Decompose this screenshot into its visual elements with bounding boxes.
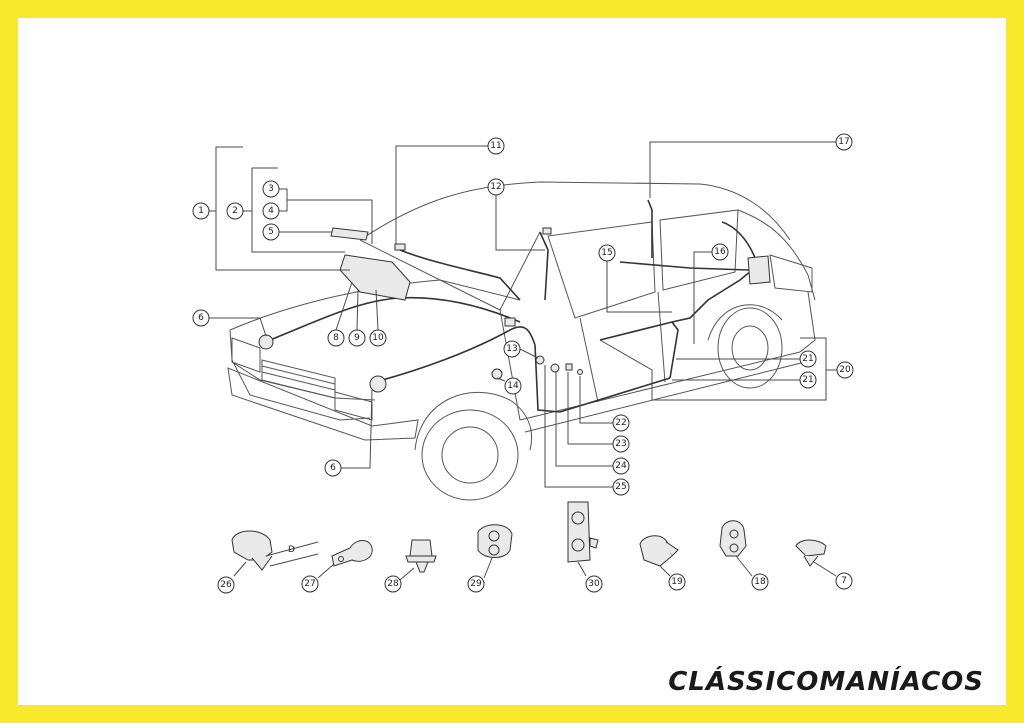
callout-21-bottom-label: 21 [802,375,813,385]
dimension-label: D [288,545,295,555]
callout-5: 5 [262,223,280,241]
car-outline [227,181,816,501]
callout-22-label: 22 [615,418,626,428]
callout-1: 1 [192,202,210,220]
callout-18: 18 [751,573,769,591]
callout-23: 23 [612,435,630,453]
callout-3-label: 3 [268,184,274,194]
leader-lines [209,141,837,488]
callout-24-label: 24 [615,461,627,471]
callout-20-label: 20 [839,365,851,375]
callout-9-label: 9 [354,333,360,343]
callout-8-label: 8 [333,333,339,343]
callout-11: 11 [487,137,505,155]
wiring-harness [258,199,771,413]
callout-14: 14 [504,377,522,395]
callout-25: 25 [612,478,630,496]
callout-30-label: 30 [588,579,600,589]
callout-10-label: 10 [372,333,384,343]
callout-11-label: 11 [490,141,501,151]
callout-1-label: 1 [198,206,204,216]
callout-20: 20 [836,361,854,379]
callout-15-label: 15 [601,248,612,258]
callout-27-label: 27 [304,579,315,589]
callout-6-bottom: 6 [324,459,342,477]
callout-25-label: 25 [615,482,626,492]
wiring-diagram: D [192,133,854,594]
callout-10: 10 [369,329,387,347]
callout-21-top-label: 21 [802,354,813,364]
callout-3: 3 [262,180,280,198]
callout-26: 26 [217,576,235,594]
callout-29-label: 29 [470,579,482,589]
callout-16: 16 [711,243,729,261]
callout-6-top-label: 6 [198,313,204,323]
callout-6-top: 6 [192,309,210,327]
callout-14-label: 14 [507,381,519,391]
callout-8: 8 [327,329,345,347]
callout-5-label: 5 [268,227,274,237]
brand-watermark: CLÁSSICOMANÍACOS [668,667,984,697]
callout-21-bottom: 21 [799,371,817,389]
callout-7-label: 7 [841,576,847,586]
callout-28-label: 28 [387,579,399,589]
callout-9: 9 [348,329,366,347]
callout-23-label: 23 [615,439,626,449]
callout-16-label: 16 [714,247,726,257]
callout-21-top: 21 [799,350,817,368]
callout-6-bottom-label: 6 [330,463,336,473]
callout-2: 2 [226,202,244,220]
callout-15: 15 [598,244,616,262]
callout-26-label: 26 [220,580,232,590]
callout-22: 22 [612,414,630,432]
callout-30: 30 [585,575,603,593]
callout-13: 13 [503,340,521,358]
callout-28: 28 [384,575,402,593]
callout-13-label: 13 [506,344,517,354]
callout-7: 7 [835,572,853,590]
callout-24: 24 [612,457,630,475]
callout-2-label: 2 [232,206,238,216]
callout-27: 27 [301,575,319,593]
callout-4-label: 4 [268,206,274,216]
callout-19: 19 [668,573,686,591]
callout-19-label: 19 [671,577,683,587]
callout-17: 17 [835,133,853,151]
callout-18-label: 18 [754,577,766,587]
callout-4: 4 [262,202,280,220]
callout-29: 29 [467,575,485,593]
clips-row: D [231,501,837,581]
callout-12-label: 12 [490,182,501,192]
callout-12: 12 [487,178,505,196]
callout-17-label: 17 [838,137,849,147]
paper-frame: D [18,18,1006,705]
